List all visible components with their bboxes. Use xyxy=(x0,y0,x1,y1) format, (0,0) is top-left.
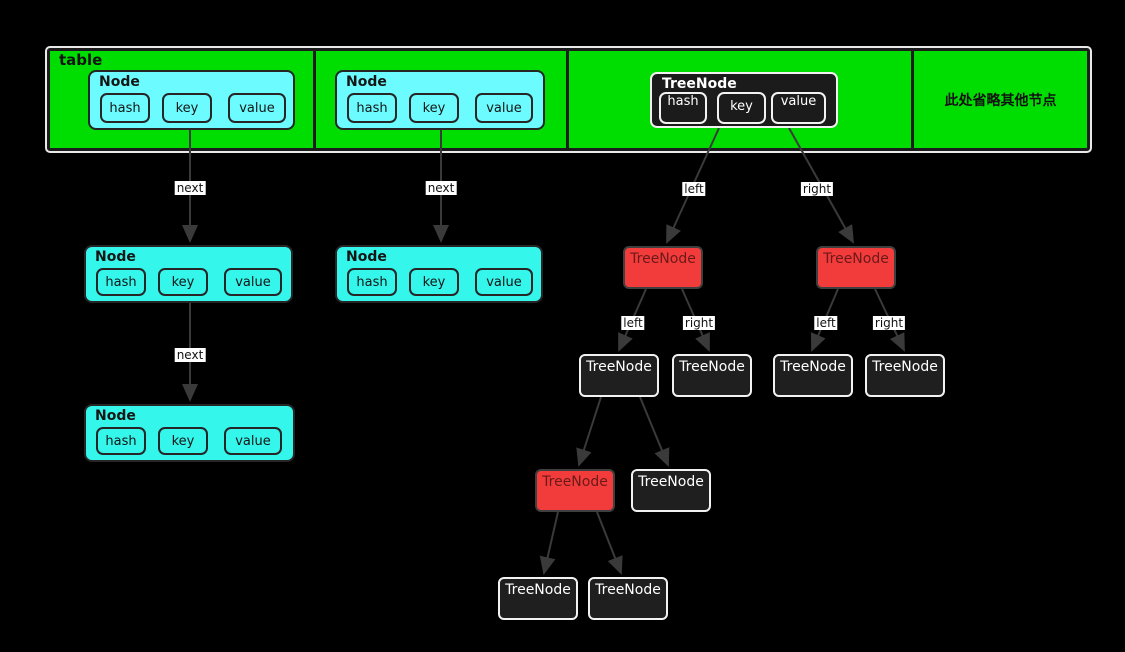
left-label: left xyxy=(621,316,645,330)
value-field: value xyxy=(224,427,282,455)
treenode-left: TreeNode xyxy=(623,246,703,289)
bucket0-chain-node2: Node hash key value xyxy=(84,404,295,462)
treenode-title: TreeNode xyxy=(662,76,737,92)
treenode-right: TreeNode xyxy=(816,246,896,289)
cell-divider xyxy=(566,50,569,149)
table-cell2-node: Node hash key value xyxy=(335,70,545,130)
next-label: next xyxy=(174,348,206,362)
treenode-left-right: TreeNode xyxy=(672,354,752,397)
key-field: key xyxy=(409,93,459,123)
next-label: next xyxy=(425,181,457,195)
node-title: Node xyxy=(95,249,136,265)
left-label: left xyxy=(814,316,838,330)
next-label: next xyxy=(174,181,206,195)
omitted-nodes-note: 此处省略其他节点 xyxy=(944,92,1057,109)
bucket0-chain-node1: Node hash key value xyxy=(84,245,293,303)
key-field: key xyxy=(158,268,208,296)
hash-field: hash xyxy=(96,427,146,455)
table-title: table xyxy=(59,51,103,69)
table-cell3-treenode-root: TreeNode hash key value xyxy=(650,72,838,128)
value-field: value xyxy=(475,268,533,296)
cell-divider xyxy=(911,50,914,149)
left-label: left xyxy=(682,182,706,196)
node-title: Node xyxy=(346,249,387,265)
hash-field: hash xyxy=(659,92,707,124)
hash-field: hash xyxy=(347,268,397,296)
hash-field: hash xyxy=(347,93,397,123)
right-label: right xyxy=(800,182,834,196)
key-field: key xyxy=(158,427,208,455)
hash-field: hash xyxy=(100,93,150,123)
treenode-ll-left: TreeNode xyxy=(535,469,615,512)
treenode-right-left: TreeNode xyxy=(773,354,853,397)
key-field: key xyxy=(162,93,212,123)
hash-field: hash xyxy=(96,268,146,296)
treenode-lll-left: TreeNode xyxy=(498,577,578,620)
treenode-lll-right: TreeNode xyxy=(588,577,668,620)
bucket1-chain-node1: Node hash key value xyxy=(335,245,543,303)
node-title: Node xyxy=(95,408,136,424)
right-label: right xyxy=(682,316,716,330)
table-cell1-node: Node hash key value xyxy=(88,70,295,130)
treenode-left-left: TreeNode xyxy=(579,354,659,397)
cell-divider xyxy=(313,50,316,149)
value-field: value xyxy=(224,268,282,296)
node-title: Node xyxy=(346,74,387,90)
value-field: value xyxy=(475,93,533,123)
right-label: right xyxy=(872,316,906,330)
key-field: key xyxy=(409,268,459,296)
treenode-ll-right: TreeNode xyxy=(631,469,711,512)
value-field: value xyxy=(771,92,826,124)
treenode-right-right: TreeNode xyxy=(865,354,945,397)
node-title: Node xyxy=(99,74,140,90)
value-field: value xyxy=(228,93,286,123)
key-field: key xyxy=(717,92,766,124)
